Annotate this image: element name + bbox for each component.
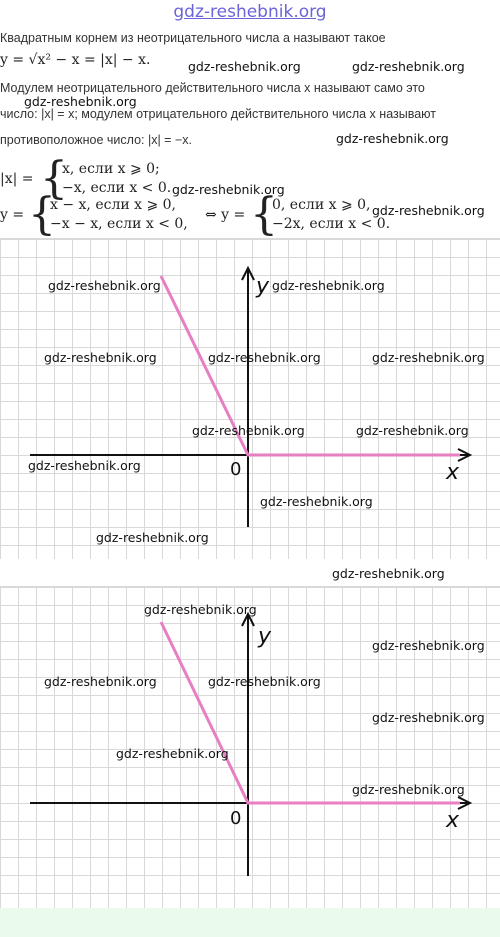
y-case-1: x − x, если x ⩾ 0, (50, 197, 177, 213)
watermark: gdz-reshebnik.org (372, 710, 485, 725)
watermark: gdz-reshebnik.org (24, 94, 137, 109)
definition-line-4: противоположное число: |x| = −x. (0, 133, 192, 147)
graph-2-grid (0, 586, 500, 909)
watermark: gdz-reshebnik.org (372, 350, 485, 365)
watermark: gdz-reshebnik.org (44, 350, 157, 365)
abs-brace: { (40, 153, 68, 204)
watermark: gdz-reshebnik.org (188, 59, 301, 74)
watermark: gdz-reshebnik.org (116, 746, 229, 761)
watermark: gdz-reshebnik.org (352, 59, 465, 74)
watermark: gdz-reshebnik.org (192, 423, 305, 438)
y-brace-2: { (250, 189, 278, 240)
y-lhs: y = (0, 207, 25, 223)
watermark: gdz-reshebnik.org (144, 602, 257, 617)
watermark: gdz-reshebnik.org (372, 203, 485, 218)
equation-y: y = √x² − x = |x| − x. (0, 52, 151, 68)
watermark: gdz-reshebnik.org (28, 458, 141, 473)
definition-line-2: Модулем неотрицательного действительного… (0, 81, 425, 95)
graph-1-origin: 0 (230, 459, 242, 480)
footer-band (0, 908, 500, 937)
watermark: gdz-reshebnik.org (272, 278, 385, 293)
watermark: gdz-reshebnik.org (372, 638, 485, 653)
watermark: gdz-reshebnik.org (336, 131, 449, 146)
watermark: gdz-reshebnik.org (48, 278, 161, 293)
graph-2-x-label: x (446, 808, 460, 833)
y-brace: { (28, 189, 56, 240)
abs-lhs: |x| = (0, 171, 34, 187)
watermark: gdz-reshebnik.org (208, 674, 321, 689)
definition-line-3: число: |x| = x; модулем отрицательного д… (0, 107, 436, 121)
graph-1-y-label: y (256, 274, 270, 299)
graph-2-origin: 0 (230, 808, 242, 829)
abs-case-2: −x, если x < 0. (62, 180, 172, 196)
watermark: gdz-reshebnik.org (260, 494, 373, 509)
watermark: gdz-reshebnik.org (356, 423, 469, 438)
watermark: gdz-reshebnik.org (352, 782, 465, 797)
watermark: gdz-reshebnik.org (96, 530, 209, 545)
definition-line-1: Квадратным корнем из неотрицательного чи… (0, 31, 386, 45)
y-case-2: −x − x, если x < 0, (50, 216, 188, 232)
y-case-4: −2x, если x < 0. (272, 216, 391, 232)
watermark: gdz-reshebnik.org (332, 566, 445, 581)
graph-2-y-label: y (258, 624, 272, 649)
site-title[interactable]: gdz-reshebnik.org (173, 2, 327, 22)
watermark: gdz-reshebnik.org (208, 350, 321, 365)
abs-case-1: x, если x ⩾ 0; (62, 161, 160, 177)
watermark: gdz-reshebnik.org (172, 182, 285, 197)
watermark: gdz-reshebnik.org (44, 674, 157, 689)
y-equiv: ⇔ y = (205, 207, 246, 223)
y-case-3: 0, если x ⩾ 0, (272, 197, 371, 213)
graph-1-x-label: x (446, 460, 460, 485)
